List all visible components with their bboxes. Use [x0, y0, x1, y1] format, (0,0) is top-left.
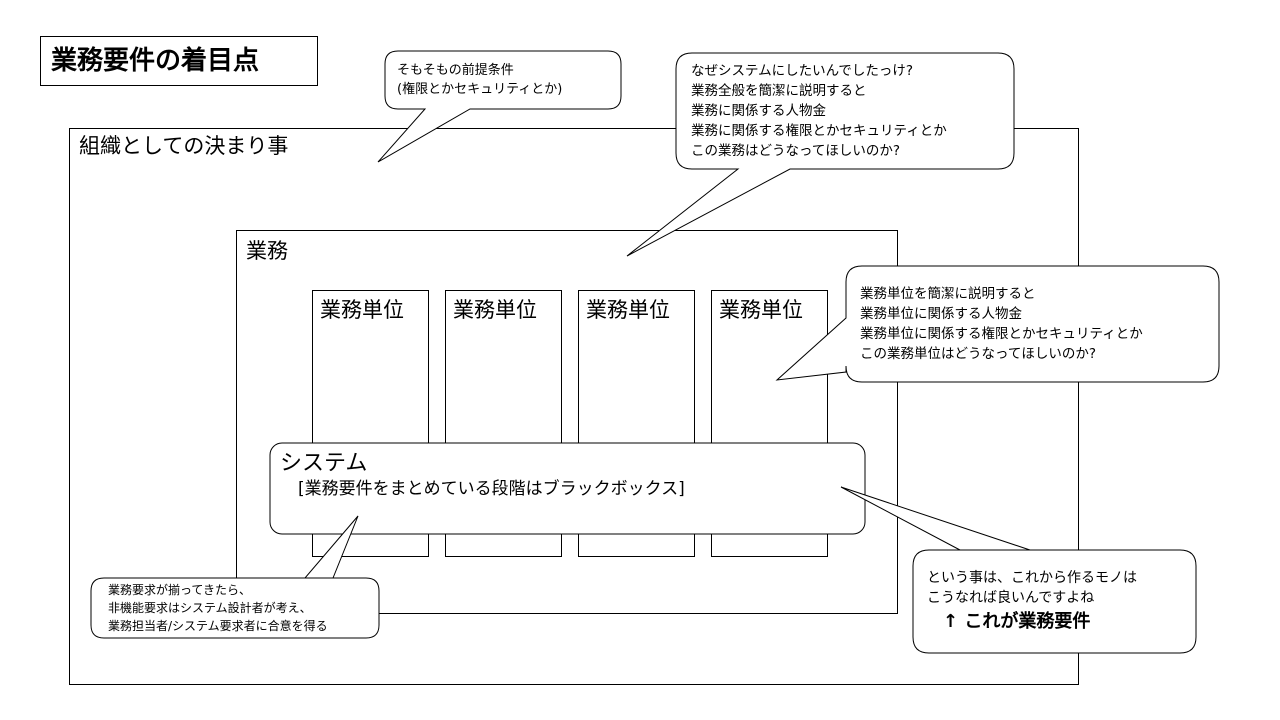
callout-line: 業務単位に関係する権限とかセキュリティとか: [860, 326, 1143, 342]
callout-line: 業務全般を簡潔に説明すると: [691, 83, 867, 99]
callout-line: という事は、これから作るモノは: [927, 570, 1137, 586]
callout-line: 業務に関係する人物金: [691, 103, 826, 119]
callout-line: 業務担当者/システム要求者に合意を得る: [108, 619, 328, 633]
callout-business-shape: [626, 52, 1015, 257]
conclusion-emphasis: ↑ これが業務要件: [943, 611, 1091, 632]
callout-line: そもそもの前提条件: [397, 63, 514, 78]
callout-unit-shape: [775, 265, 1220, 383]
callout-line: 非機能要求はシステム設計者が考え、: [108, 601, 312, 615]
callout-conclusion-shape: [840, 486, 1197, 654]
page-title: 業務要件の着目点: [40, 36, 318, 86]
callout-system-shape: [90, 515, 380, 639]
callout-system: 業務要求が揃ってきたら、 非機能要求はシステム設計者が考え、 業務担当者/システ…: [108, 581, 328, 635]
business-unit-label: 業務単位: [453, 298, 537, 322]
callout-premise-shape: [377, 50, 622, 163]
callout-line: (権限とかセキュリティとか): [397, 82, 563, 97]
business-label: 業務: [246, 239, 288, 263]
callout-line: こうなれば良いんですよね: [927, 590, 1095, 606]
business-unit-label: 業務単位: [320, 298, 404, 322]
callout-business: なぜシステムにしたいんでしたっけ? 業務全般を簡潔に説明すると 業務に関係する人…: [691, 61, 947, 161]
business-unit-label: 業務単位: [719, 298, 803, 322]
callout-line: 業務単位を簡潔に説明すると: [860, 286, 1036, 302]
callout-premise: そもそもの前提条件 (権限とかセキュリティとか): [397, 61, 562, 99]
callout-line: 業務に関係する権限とかセキュリティとか: [691, 123, 947, 139]
callout-line: この業務単位はどうなってほしいのか?: [860, 346, 1096, 362]
callout-line: この業務はどうなってほしいのか?: [691, 143, 900, 159]
callout-unit: 業務単位を簡潔に説明すると 業務単位に関係する人物金 業務単位に関係する権限とか…: [860, 284, 1143, 364]
system-note: [業務要件をまとめている段階はブラックボックス]: [298, 479, 685, 499]
system-box-shape: [269, 442, 866, 535]
callout-line: なぜシステムにしたいんでしたっけ?: [691, 63, 914, 79]
business-unit-label: 業務単位: [586, 298, 670, 322]
callout-conclusion: という事は、これから作るモノは こうなれば良いんですよね: [927, 568, 1137, 608]
organization-label: 組織としての決まり事: [79, 134, 289, 158]
system-title: システム: [280, 451, 368, 476]
callout-line: 業務単位に関係する人物金: [860, 306, 1022, 322]
callout-line: 業務要求が揃ってきたら、: [108, 583, 252, 597]
